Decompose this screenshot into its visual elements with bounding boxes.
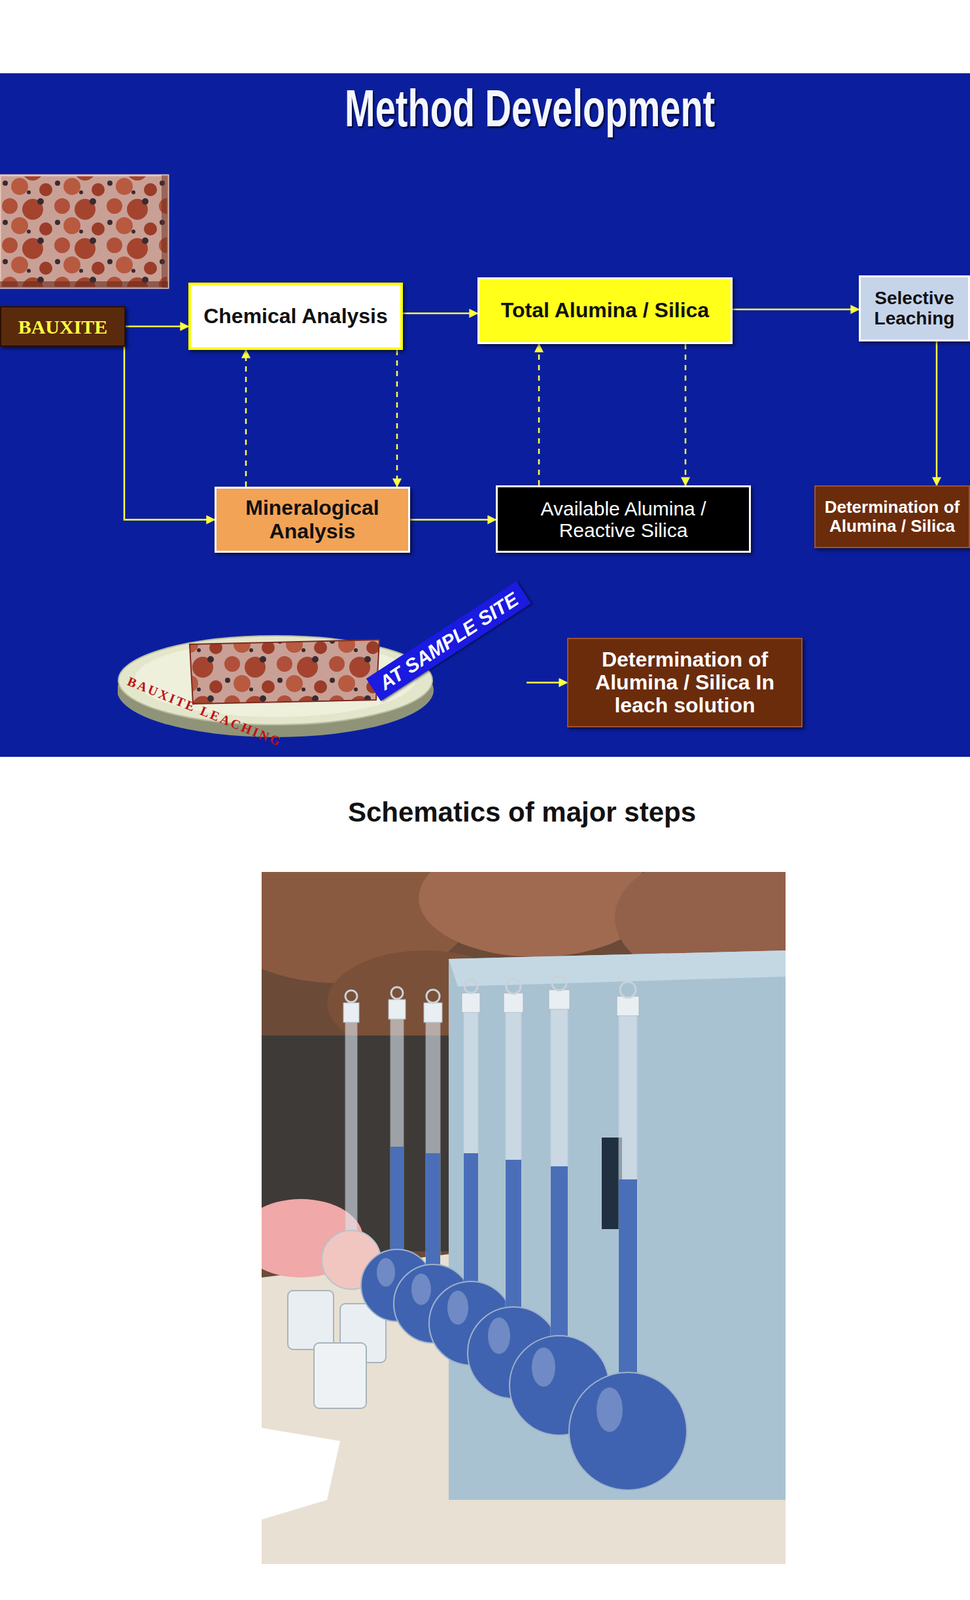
flask — [505, 1012, 522, 1314]
flask — [429, 979, 513, 1366]
lab-photo — [261, 1427, 341, 1520]
flask — [506, 979, 521, 994]
flask — [343, 1002, 360, 1023]
bauxite-image — [0, 281, 169, 288]
flask — [552, 975, 567, 991]
flow-arrow — [124, 346, 215, 520]
flask — [423, 1002, 443, 1023]
flask — [426, 989, 440, 1003]
flask — [321, 990, 381, 1290]
bauxite-image — [0, 175, 169, 288]
process-box: Selective Leaching — [858, 275, 970, 342]
flow-arrow — [526, 681, 568, 684]
flask — [616, 996, 640, 1016]
flask — [569, 1372, 687, 1490]
flask — [505, 1159, 522, 1314]
bauxite-image — [0, 175, 169, 288]
flask — [550, 1009, 568, 1343]
lab-photo — [287, 1290, 334, 1350]
lab-photo — [261, 871, 786, 1564]
diagram-caption: Schematics of major steps — [260, 796, 784, 829]
flask — [503, 992, 524, 1013]
box-label: Selective Leaching — [863, 288, 966, 330]
flow-arrow — [402, 312, 478, 315]
diagram-title: Method Development — [344, 78, 715, 139]
flask — [618, 1015, 638, 1379]
flow-arrow — [396, 349, 399, 487]
leaching-dish: BAUXITE LEACHINGAT SAMPLE SITE — [117, 575, 527, 746]
flask — [345, 1022, 358, 1237]
flask — [550, 1166, 568, 1343]
flow-arrow — [732, 308, 859, 311]
flask — [569, 981, 687, 1490]
flask — [388, 999, 406, 1020]
box-label: Chemical Analysis — [203, 304, 388, 328]
flask — [596, 1387, 623, 1432]
flask — [425, 1153, 441, 1271]
flow-arrow — [125, 325, 189, 328]
flow-arrow — [935, 341, 938, 486]
flask — [391, 987, 403, 999]
blue-panel — [0, 73, 970, 757]
dish-outline — [117, 575, 527, 746]
bauxite-image — [161, 175, 169, 288]
box-label: Determination of Alumina / Silica In lea… — [581, 648, 789, 718]
box-label: BAUXITE — [18, 315, 108, 338]
flow-arrow — [410, 518, 496, 521]
flask — [620, 981, 636, 998]
sample-box: BAUXITE — [0, 306, 126, 347]
lab-photo — [313, 1342, 367, 1409]
result-box: Total Alumina / Silica — [477, 277, 733, 345]
box-label: Total Alumina / Silica — [501, 298, 710, 322]
flask — [390, 1146, 404, 1256]
flask — [376, 1257, 396, 1287]
flask — [461, 992, 481, 1013]
flask — [411, 1273, 432, 1305]
process-box: Mineralogical Analysis — [214, 486, 411, 553]
flask — [487, 1317, 511, 1354]
flask — [467, 979, 560, 1399]
site-banner: AT SAMPLE SITE — [366, 580, 532, 702]
box-label: Available Alumina / Reactive Silica — [504, 497, 743, 541]
flask — [531, 1347, 556, 1387]
flask — [618, 1179, 638, 1379]
process-box: Chemical Analysis — [188, 282, 403, 350]
flask — [509, 975, 609, 1436]
flask — [463, 1153, 479, 1288]
result-box: Determination of Alumina / Silica In lea… — [567, 637, 803, 728]
box-label: Mineralogical Analysis — [216, 496, 409, 543]
flask — [548, 989, 570, 1010]
flask — [425, 1022, 441, 1271]
flow-arrow — [538, 344, 541, 486]
flow-arrow — [684, 344, 687, 486]
box-label: Determination of Alumina / Silica — [818, 497, 967, 536]
flask — [464, 979, 478, 993]
lab-photo — [448, 950, 786, 1500]
flask — [447, 1290, 469, 1325]
flask — [345, 990, 358, 1003]
flow-arrow — [245, 349, 248, 487]
result-box: Available Alumina / Reactive Silica — [495, 485, 751, 553]
flask — [463, 1012, 479, 1288]
flask — [390, 1019, 404, 1256]
bauxite-image — [189, 639, 380, 704]
result-box: Determination of Alumina / Silica — [814, 485, 970, 549]
lab-photo — [448, 950, 786, 987]
